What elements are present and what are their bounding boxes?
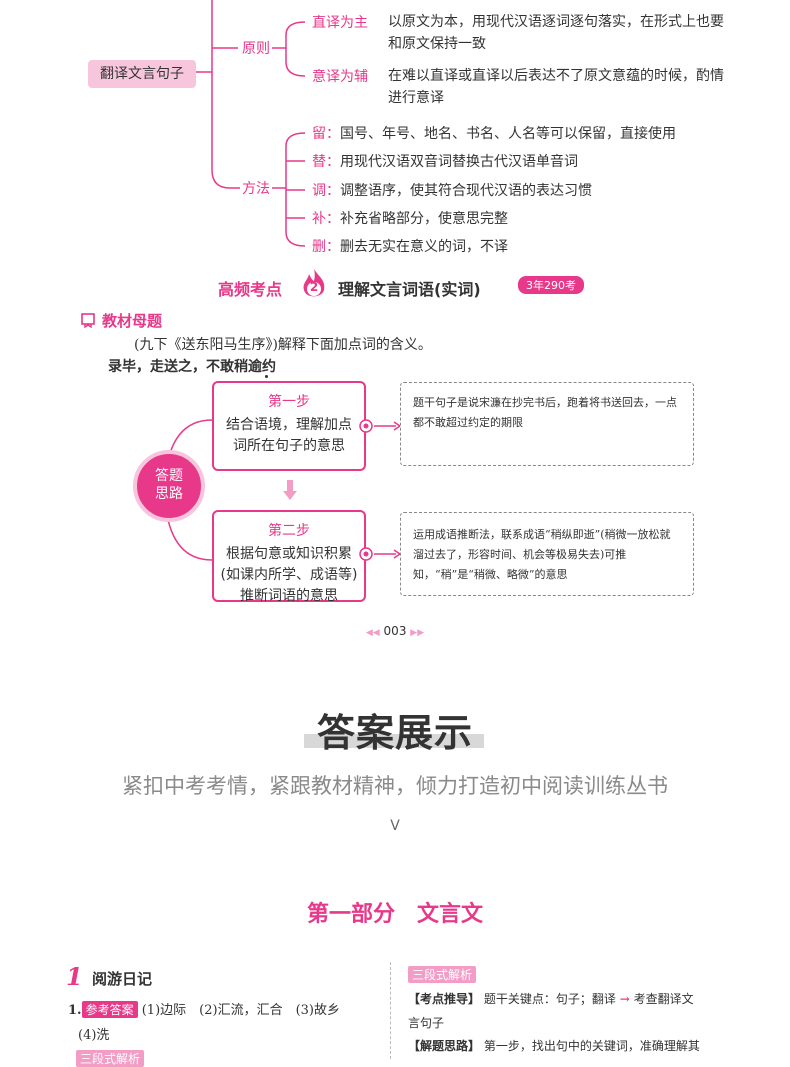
step-2-box: 第二步 根据句意或知识积累(如课内所学、成语等)推断词语的意思 bbox=[212, 510, 366, 604]
answer-line-1: 1.参考答案 (1)边际 (2)汇流，汇合 (3)故乡 bbox=[68, 999, 340, 1018]
method-key-1: 留 bbox=[312, 126, 326, 142]
analysis-line-2: 【解题思路】 第一步，找出句中的关键词，准确理解其 bbox=[408, 1037, 700, 1054]
analysis-line-1-cont: 言句子 bbox=[408, 1016, 445, 1030]
analysis-label-1: 【考点推导】 bbox=[408, 992, 481, 1006]
principle-key-2: 意译为辅 bbox=[312, 69, 368, 85]
right-analysis-tag: 三段式解析 bbox=[408, 964, 477, 983]
answer-item-number: 1 bbox=[66, 962, 83, 991]
left-analysis-tag: 三段式解析 bbox=[76, 1048, 145, 1067]
method-text-4: 补充省略部分，使意思完整 bbox=[340, 211, 508, 227]
textbook-heading: 教材母题 bbox=[102, 312, 163, 330]
principle-text-1: 以原文为本，用现代汉语逐词逐句落实，在形式上也要和原文保持一致 bbox=[388, 14, 724, 52]
principle-label: 原则 bbox=[242, 41, 270, 57]
column-divider bbox=[390, 962, 391, 1059]
step-2-link bbox=[359, 547, 402, 561]
method-text-5: 删去无实在意义的词，不译 bbox=[340, 239, 508, 255]
answer-prefix: 1. bbox=[68, 1003, 82, 1018]
part-title: 第一部分 文言文 bbox=[306, 902, 483, 927]
method-text-2: 用现代汉语双音词替换古代汉语单音词 bbox=[340, 154, 578, 170]
arrow-down-icon bbox=[283, 480, 297, 500]
step-2-note: 运用成语推断法，联系成语“稍纵即逝”(稍微一放松就溜过去了，形容时间、机会等极易… bbox=[400, 512, 694, 596]
chevron-right-icon: ▶▶ bbox=[410, 628, 425, 638]
flame-icon: 2 bbox=[300, 268, 328, 300]
method-item-4: 补：补充省略部分，使意思完整 bbox=[312, 211, 508, 227]
step-2-body: 根据句意或知识积累(如课内所学、成语等)推断词语的意思 bbox=[220, 546, 358, 604]
analysis-text-2: 第一步，找出句中的关键词，准确理解其 bbox=[483, 1039, 700, 1053]
method-key-3: 调 bbox=[312, 183, 326, 199]
method-item-1: 留：国号、年号、地名、书名、人名等可以保留，直接使用 bbox=[312, 126, 676, 142]
hot-point-badge: 3年290考 bbox=[518, 276, 584, 294]
page-number: 003 bbox=[383, 624, 407, 638]
mindmap-root-label: 翻译文言句子 bbox=[100, 66, 184, 82]
page-number-row: ◀◀ 003 ▶▶ bbox=[0, 624, 790, 638]
answer-item-title: 阅游日记 bbox=[92, 970, 153, 988]
step-1-body: 结合语境，理解加点词所在句子的意思 bbox=[226, 417, 352, 454]
title-underline bbox=[304, 734, 484, 748]
analysis-line-1: 【考点推导】 题干关键点：句子；翻译 → 考查翻译文 bbox=[408, 990, 694, 1007]
step-2-title: 第二步 bbox=[268, 523, 310, 539]
analysis-result-1: 考查翻译文 bbox=[633, 992, 694, 1006]
answer-tag: 参考答案 bbox=[81, 1001, 138, 1018]
circle-label-2: 思路 bbox=[155, 486, 183, 502]
principle-key-1: 直译为主 bbox=[312, 15, 368, 31]
step-1-note: 题干句子是说宋濂在抄完书后，跑着将书送回去，一点都不敢超过约定的期限 bbox=[400, 382, 694, 466]
principle-text-2: 在难以直译或直译以后表达不了原文意蕴的时候，酌情进行意译 bbox=[388, 68, 724, 106]
emphasis-dot bbox=[265, 375, 268, 378]
chevron-left-icon: ◀◀ bbox=[365, 628, 380, 638]
step-1-title: 第一步 bbox=[268, 394, 310, 410]
method-label: 方法 bbox=[242, 181, 270, 197]
hot-point-title: 理解文言词语(实词) bbox=[338, 280, 481, 299]
analysis-label-2: 【解题思路】 bbox=[408, 1039, 481, 1053]
method-item-5: 删：删去无实在意义的词，不译 bbox=[312, 239, 508, 255]
step-1-box: 第一步 结合语境，理解加点词所在句子的意思 bbox=[212, 381, 366, 471]
answer-values: (1)边际 (2)汇流，汇合 (3)故乡 bbox=[141, 1003, 340, 1018]
analysis-text-1: 题干关键点：句子；翻译 bbox=[483, 992, 616, 1006]
mindmap-root: 翻译文言句子 bbox=[88, 60, 196, 88]
answers-subtitle: 紧扣中考考情，紧跟教材精神，倾力打造初中阅读训练丛书 bbox=[122, 774, 668, 798]
chevron-down-icon: V bbox=[390, 818, 400, 834]
hot-point-number: 2 bbox=[309, 280, 319, 294]
method-text-3: 调整语序，使其符合现代汉语的表达习惯 bbox=[340, 183, 592, 199]
answer-line-2: (4)洗 bbox=[78, 1028, 110, 1043]
method-item-3: 调：调整语序，使其符合现代汉语的表达习惯 bbox=[312, 183, 592, 199]
step-1-link bbox=[359, 419, 402, 433]
method-key-4: 补 bbox=[312, 211, 326, 227]
method-key-5: 删 bbox=[312, 239, 326, 255]
answers-title: 答案展示 bbox=[316, 711, 473, 755]
method-text-1: 国号、年号、地名、书名、人名等可以保留，直接使用 bbox=[340, 126, 676, 142]
method-key-2: 替 bbox=[312, 154, 326, 170]
method-item-2: 替：用现代汉语双音词替换古代汉语单音词 bbox=[312, 154, 578, 170]
book-icon bbox=[80, 312, 96, 329]
hot-point-prefix: 高频考点 bbox=[218, 280, 283, 299]
arrow-right-icon: → bbox=[619, 992, 630, 1006]
mindmap-connectors bbox=[196, 0, 306, 247]
right-analysis-tag-label: 三段式解析 bbox=[408, 966, 477, 983]
textbook-sentence: 录毕，走送之，不敢稍逾约 bbox=[108, 359, 276, 375]
textbook-question: (九下《送东阳马生序》)解释下面加点词的含义。 bbox=[134, 337, 432, 353]
circle-label-1: 答题 bbox=[155, 468, 183, 484]
answer-approach-circle: 答题 思路 bbox=[133, 450, 205, 522]
